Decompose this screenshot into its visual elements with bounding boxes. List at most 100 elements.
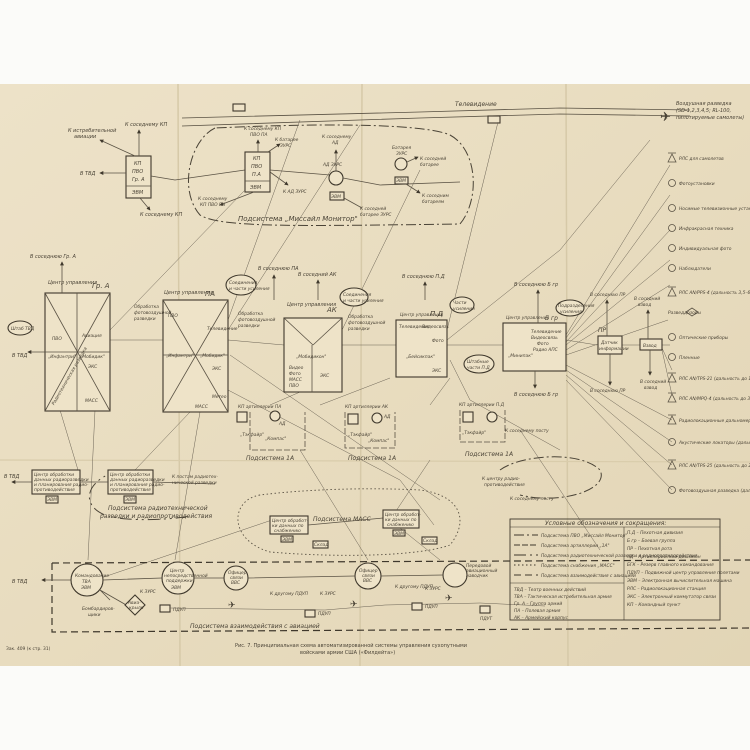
- cu-label: Центр управления: [164, 290, 213, 296]
- arrow-label: В соседний: [634, 296, 660, 302]
- figure-caption: войсками армии США («Филдейта»): [300, 649, 395, 656]
- circle-text: непосредственной: [164, 573, 208, 579]
- box-text: Видеосвязь: [531, 335, 558, 341]
- arrow-label: В соседнюю П.Д: [402, 274, 445, 280]
- legend-abbreviation: ЭВМ – Электронная вычислительная машина: [626, 578, 732, 584]
- photo-label: фотовоздушной: [134, 310, 172, 316]
- circle-text: ВВС: [231, 580, 241, 586]
- arrow-label: КП ПВО ПА: [200, 202, 225, 208]
- aircraft-icon: ✈: [445, 594, 453, 604]
- subsystem-label: Подсистема 1А: [465, 451, 513, 458]
- sensor-circle-icon: [668, 224, 676, 232]
- box-text: Фото: [537, 341, 549, 347]
- fold-line: [0, 459, 750, 463]
- box-text: „Мобидик": [80, 354, 105, 360]
- arrow-label: В соседний: [640, 379, 666, 385]
- air-recon-label: (SD-1,2,3,4,5; RL-100,: [676, 108, 731, 114]
- box-text: и планирования радио-: [34, 483, 89, 488]
- cu-label: Центр управления: [400, 312, 443, 318]
- sensor-label: РЛС AN/MPQ-4 (дальность до 3 км): [679, 396, 750, 402]
- radar-icon: [667, 414, 677, 425]
- evm-label: ЭВМ: [124, 497, 135, 503]
- pa-title: ПА: [205, 290, 215, 298]
- arrow-label: батарее ЗУРС: [360, 212, 392, 218]
- army-corps-command-center: Центр управления АК „Мобидикон" Видео Фо…: [283, 272, 386, 393]
- bombers-label: Бомбардиров-: [82, 606, 115, 612]
- circle-text: Офицер: [359, 568, 378, 574]
- arrow-label: К соседней: [420, 156, 446, 162]
- army-group-command-center: Центр управления Гр. А ПВО Авиация „Инфа…: [7, 254, 111, 412]
- legend-line-label: Подсистема артиллерии „1А": [541, 543, 610, 549]
- arrow-label: АД: [331, 140, 339, 146]
- box-text: Центр обработки: [110, 472, 150, 478]
- tvd-hq-oval: [7, 320, 33, 336]
- box-text: ПВО: [132, 169, 143, 175]
- box-text: Фото: [289, 371, 301, 377]
- legend-abbreviation: Гр. А – Группа армий: [514, 601, 562, 607]
- artillery-pa-group: КП артиллерии ПА АД „Тэкфайр" „Компас" П…: [236, 404, 306, 462]
- ad-circle: [269, 410, 281, 422]
- arrow-label: К соседней: [360, 206, 386, 212]
- sensor-label: РЛС AN/PPS-4 (дальность 3,5–6 км): [679, 290, 750, 296]
- box-text: снабжению: [274, 528, 301, 534]
- box-text: ПВО: [52, 336, 62, 342]
- air-recon-label: пилотируемые самолеты): [676, 115, 744, 121]
- subsystem-label: Подсистема 1А: [348, 455, 396, 462]
- legend-abbreviation: П.Д – Пехотная дивизия: [627, 530, 683, 536]
- subsystem-label: Подсистема радиотехнической: [108, 505, 208, 512]
- battery-circle: [394, 157, 408, 171]
- sensor-circle-icon: [668, 333, 676, 341]
- box-text: „Инфантри": [48, 354, 76, 360]
- arrow-label: авиации: [74, 134, 97, 140]
- circle-text: Центр: [170, 568, 185, 574]
- arrow-label: К ЗУРС: [140, 589, 157, 595]
- radiotech-center-box: [107, 469, 154, 495]
- air-wing-diamond: [124, 594, 146, 616]
- box-text: Радио АПС: [533, 347, 559, 353]
- company-and-platoon: ПР Датчик информации В соседнюю ПР В сос…: [590, 292, 666, 394]
- ad-label: АД: [383, 414, 391, 420]
- radar-icon: [667, 372, 677, 383]
- cu-label: Центр управления: [287, 302, 336, 308]
- ad-zurs-circle: [328, 170, 344, 186]
- kp-label: КП артиллерии П.Д: [459, 402, 505, 408]
- box-text: „Тэкфайр": [240, 432, 264, 438]
- pdup-vehicle-icon: [304, 609, 316, 618]
- bgr-title: Б гр: [545, 315, 558, 322]
- box-text: Метео: [212, 394, 227, 400]
- depot-label: Склад: [423, 538, 437, 544]
- ad-circle: [486, 411, 498, 423]
- arrow-label: В ТВД: [80, 171, 96, 177]
- arrow-label: В соседнюю Б гр: [514, 282, 558, 288]
- circle-text: ЭВМ: [170, 585, 181, 591]
- oval-label: усиления: [452, 307, 475, 312]
- connection-lines: [59, 119, 673, 581]
- evm-label: ЭВМ: [395, 178, 406, 184]
- reinforcements-oval: [555, 299, 585, 317]
- circle-text: Командование: [75, 573, 109, 579]
- evm-box: [394, 176, 409, 185]
- diamond-text: Авиа-: [127, 600, 141, 606]
- patrol-diamond-icon: [685, 307, 699, 317]
- infantry-division-command-center: Центр управления П.Д Телевидение Видеосв…: [395, 274, 495, 378]
- kp-pvo-pa-box: [244, 151, 271, 193]
- radar-icon: [667, 286, 677, 297]
- pd-title: П.Д: [430, 310, 443, 318]
- pdup-label: ПДУП: [318, 611, 331, 617]
- legend-abbreviation: КП – Командный пункт: [627, 602, 681, 608]
- fac-circle: [442, 562, 468, 588]
- arrow-label: В ТВД: [12, 579, 28, 585]
- artillery-ak-group: КП артиллерии АК АД „Тэкфайр" „Компас" П…: [344, 404, 396, 462]
- reinforcements-oval: [449, 296, 475, 314]
- box-text: ЭВМ: [249, 185, 262, 191]
- aircraft-icon: ✈: [350, 600, 358, 610]
- box-text: „Мобидик": [200, 353, 225, 359]
- circle-text: наводчик: [466, 574, 488, 579]
- kp-artillery-icon: [236, 411, 248, 423]
- box-text: ЭКС: [319, 373, 330, 379]
- oval-label: и части усиления: [229, 287, 270, 292]
- television-link: Телевидение ✈ Воздушная разведка (SD-1,2…: [181, 101, 744, 127]
- evm-label: ЭВМ: [330, 194, 341, 200]
- ad-label: АД: [278, 421, 286, 427]
- pdut-vehicle-icon: [479, 605, 491, 614]
